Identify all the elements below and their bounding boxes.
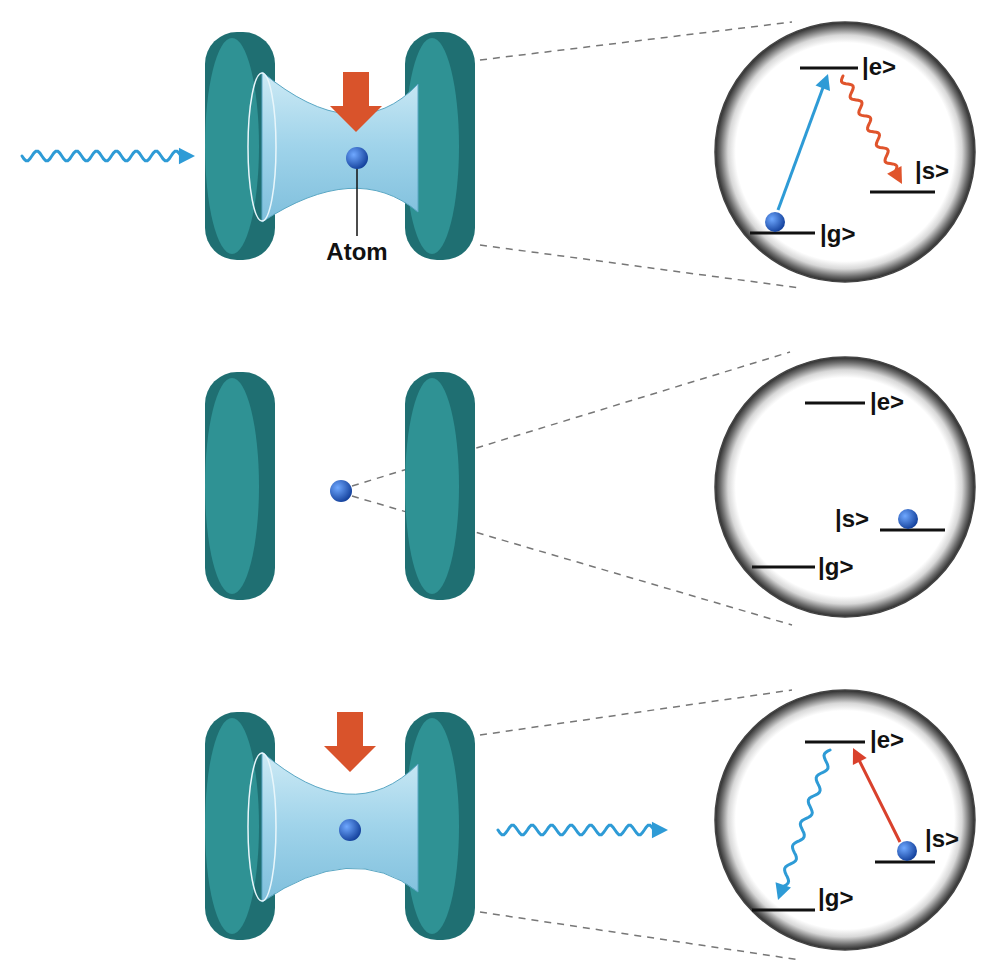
cavity-top [205, 32, 475, 260]
zoom-circle-fill [715, 357, 975, 617]
level-label: |g> [820, 221, 855, 247]
level-label: |s> [915, 158, 949, 184]
laser-transition [778, 85, 824, 210]
photon-wave [783, 750, 830, 887]
zoom-circle-fill [715, 22, 975, 282]
level-label: |s> [925, 826, 959, 852]
cavity-middle [205, 372, 475, 600]
level-label: |g> [818, 885, 853, 911]
photon-wave [842, 76, 897, 172]
photon-wave [498, 825, 654, 835]
energy-levels [750, 68, 945, 910]
level-label: |g> [818, 554, 853, 580]
circle-outline [709, 16, 981, 288]
zoom-circle: |e> |s> |g> [709, 351, 981, 623]
zoom-circle: |e> |s> |g> [709, 684, 981, 956]
arrow-head [853, 748, 867, 765]
atom-dots [765, 212, 918, 861]
arrow-head [179, 148, 195, 164]
photon-wave [22, 151, 181, 161]
cavity-bottom [205, 712, 475, 940]
photon-waves [22, 148, 668, 838]
zoom-circle: |e> |s> |g> [709, 16, 981, 288]
transition-arrows [776, 74, 902, 900]
arrow-head [776, 882, 791, 900]
arrow-head [887, 166, 902, 184]
level-label: |e> [870, 389, 904, 415]
laser-transition [858, 759, 900, 842]
level-label: |e> [870, 727, 904, 753]
arrow-head [652, 822, 668, 838]
level-label: |e> [862, 54, 896, 80]
zoom-circle-fill [715, 690, 975, 950]
level-label: |s> [835, 506, 869, 532]
circle-outline [709, 684, 981, 956]
atom-label: Atom [326, 239, 387, 265]
circle-outline [709, 351, 981, 623]
arrow-head [816, 74, 830, 91]
